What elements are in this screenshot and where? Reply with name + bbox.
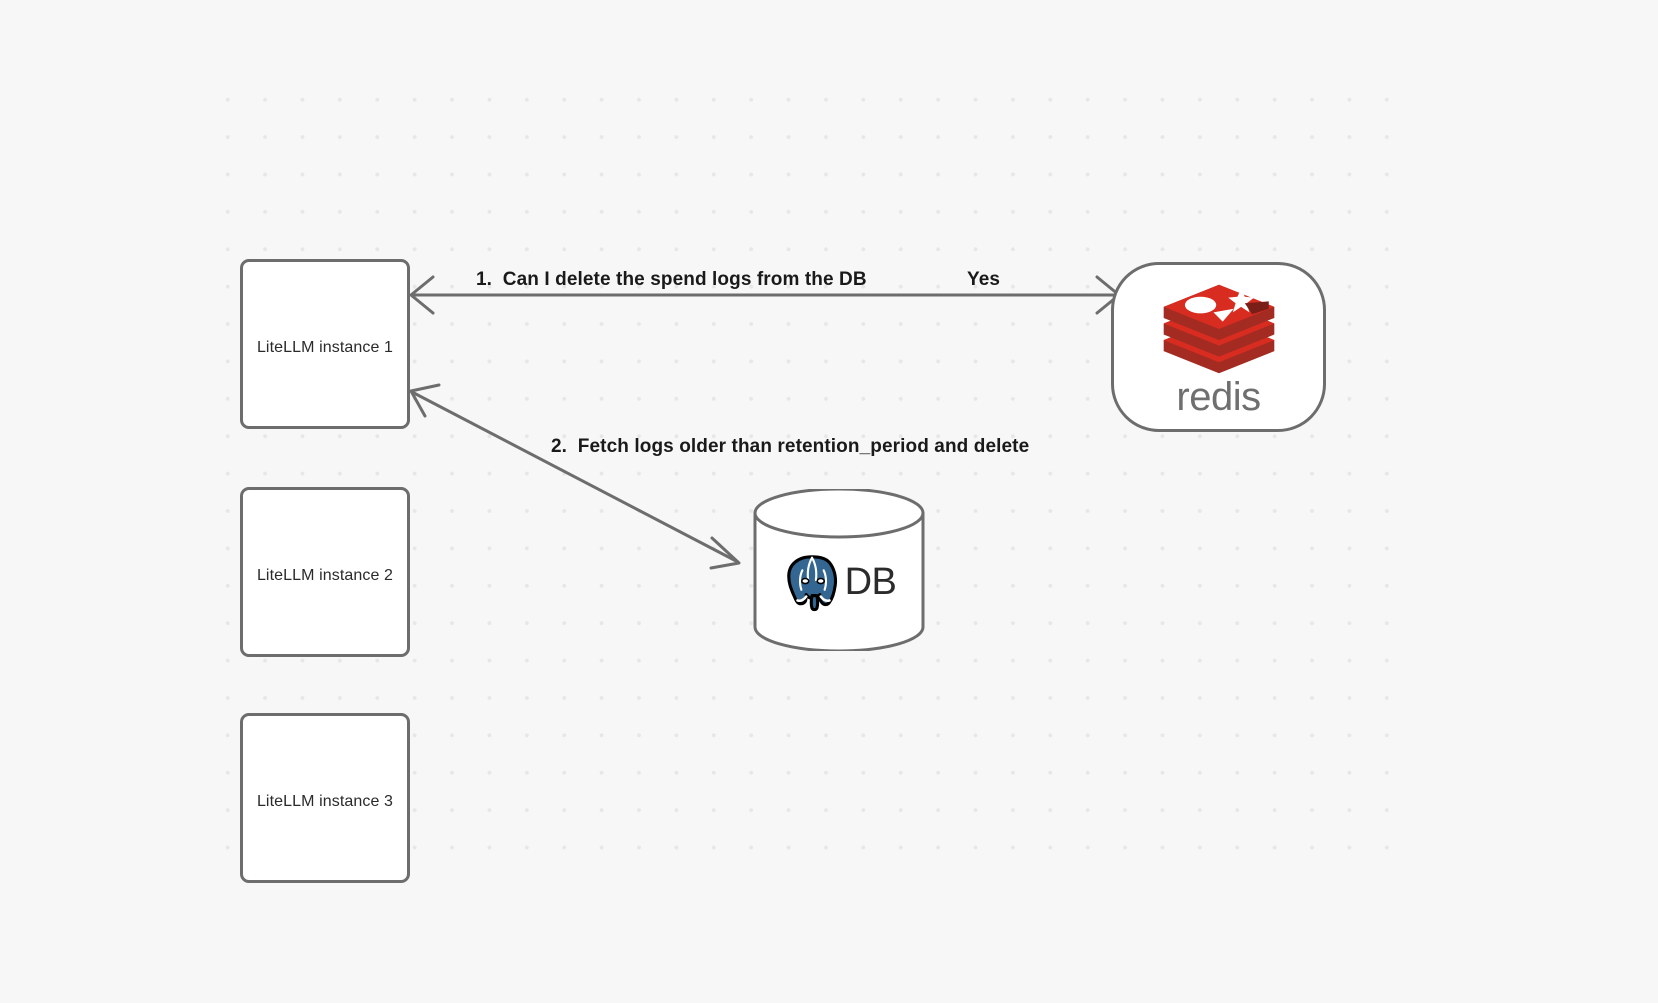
edge-instance1-db bbox=[409, 383, 741, 570]
node-label-instance-3: LiteLLM instance 3 bbox=[256, 793, 394, 810]
node-label-instance-1: LiteLLM instance 1 bbox=[256, 339, 394, 356]
db-label: DB bbox=[844, 561, 897, 603]
node-database[interactable]: DB bbox=[752, 489, 926, 651]
redis-logo-icon bbox=[1163, 284, 1274, 374]
redis-wordmark: redis bbox=[1176, 375, 1261, 419]
db-logo-row: DB bbox=[752, 546, 926, 618]
node-redis[interactable]: redis bbox=[1111, 262, 1326, 432]
node-litellm-instance-1[interactable]: LiteLLM instance 1 bbox=[240, 259, 410, 429]
node-label-instance-2: LiteLLM instance 2 bbox=[256, 567, 394, 584]
postgresql-elephant-icon bbox=[786, 555, 837, 612]
arrowhead-upper-left bbox=[409, 383, 441, 418]
arrowhead-left bbox=[409, 275, 435, 315]
node-litellm-instance-3[interactable]: LiteLLM instance 3 bbox=[240, 713, 410, 883]
cylinder-shape bbox=[753, 489, 925, 651]
edge-label-step-1: 1. Can I delete the spend logs from the … bbox=[476, 269, 867, 290]
node-litellm-instance-2[interactable]: LiteLLM instance 2 bbox=[240, 487, 410, 657]
edge-label-step-1-response: Yes bbox=[967, 269, 1001, 290]
arrowhead-lower-right bbox=[709, 536, 741, 570]
edge-label-step-2: 2. Fetch logs older than retention_perio… bbox=[551, 436, 1030, 457]
